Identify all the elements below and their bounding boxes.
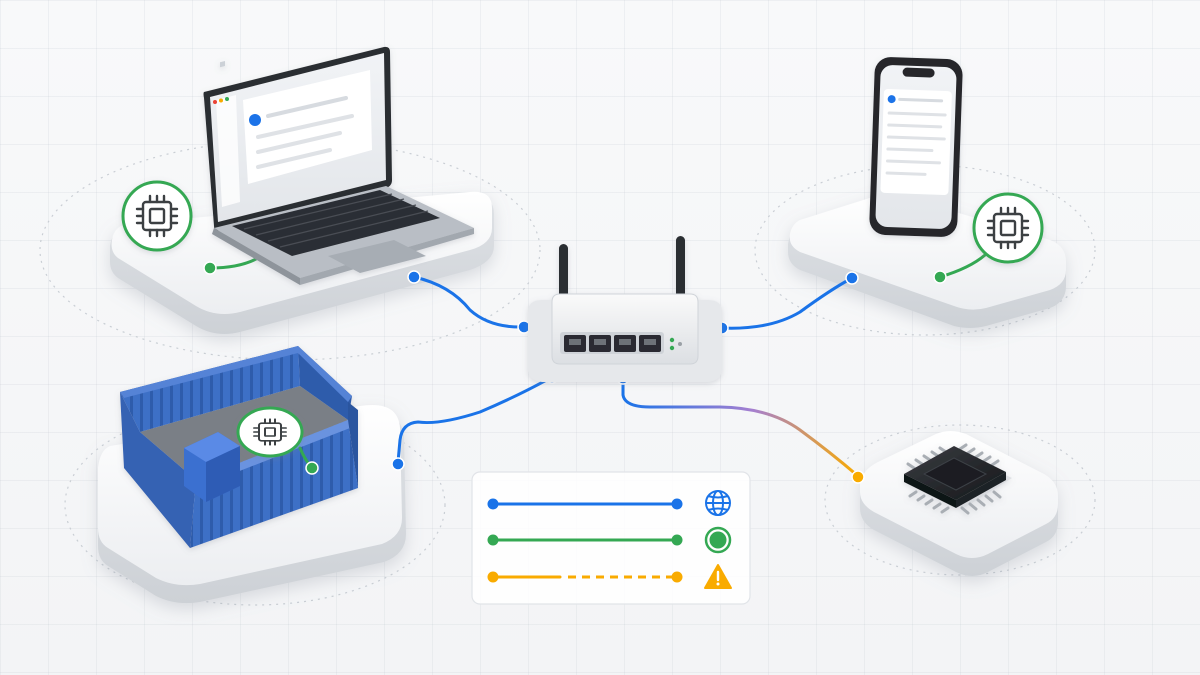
phone-port-dot [845,271,859,285]
container-router-link [396,375,554,464]
legend-row-internet [487,490,731,516]
container-cpu-badge [236,406,319,475]
phone-router-link [720,276,854,330]
legend-row-connected [487,526,732,554]
router-led-3 [678,342,682,346]
cpu-chip-icon [986,206,1030,250]
chip-router-link [621,376,860,478]
container-status-dot [305,461,319,475]
cpu-chip-icon [253,418,287,446]
router-ports [564,335,661,352]
router-led-2 [669,345,675,351]
phone-status-dot [933,270,947,284]
laptop-status-dot [203,261,217,275]
laptop-icon [203,46,474,285]
status-dot-icon [704,526,732,554]
laptop-port-dot [407,270,421,284]
cpu-chip-icon [135,194,179,238]
chip-port-dot [851,470,865,484]
legend-panel [471,471,751,605]
warning-icon [704,564,732,589]
phone-cpu-badge [972,192,1044,264]
router-led-1 [669,337,675,343]
antenna-right [676,236,685,310]
globe-icon [705,490,731,516]
router-icon [528,236,722,382]
laptop-cpu-badge [121,180,193,252]
container-port-dot [391,457,405,471]
laptop-router-link [412,275,526,329]
legend-row-warning [487,564,732,589]
container-zone-outline [64,404,446,606]
laptop-zone-outline [39,139,541,361]
chip-zone-outline [824,424,1096,576]
smartphone-icon [869,57,963,237]
microchip-icon [904,443,1012,515]
